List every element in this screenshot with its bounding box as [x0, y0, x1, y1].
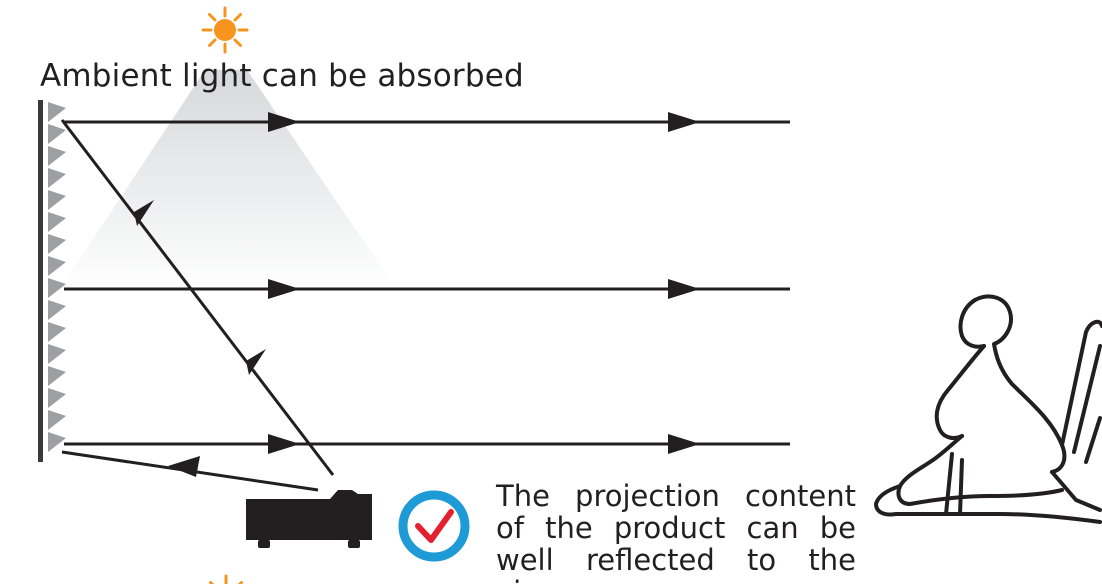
- projection-ray: [60, 119, 335, 492]
- serrated-screen: [48, 102, 66, 452]
- sun-icon: [201, 6, 249, 54]
- screen-wall: [38, 100, 43, 462]
- caption-text: The projection content of the product ca…: [496, 479, 856, 584]
- check-badge-icon: [398, 490, 470, 562]
- sun-icon: [209, 574, 243, 584]
- seated-viewer-icon: [874, 294, 1102, 524]
- ambient-light-label: Ambient light can be absorbed: [40, 58, 524, 94]
- ray-arrowheads: [268, 112, 700, 454]
- ambient-light-beam: [66, 70, 390, 280]
- projector-icon: [246, 490, 372, 548]
